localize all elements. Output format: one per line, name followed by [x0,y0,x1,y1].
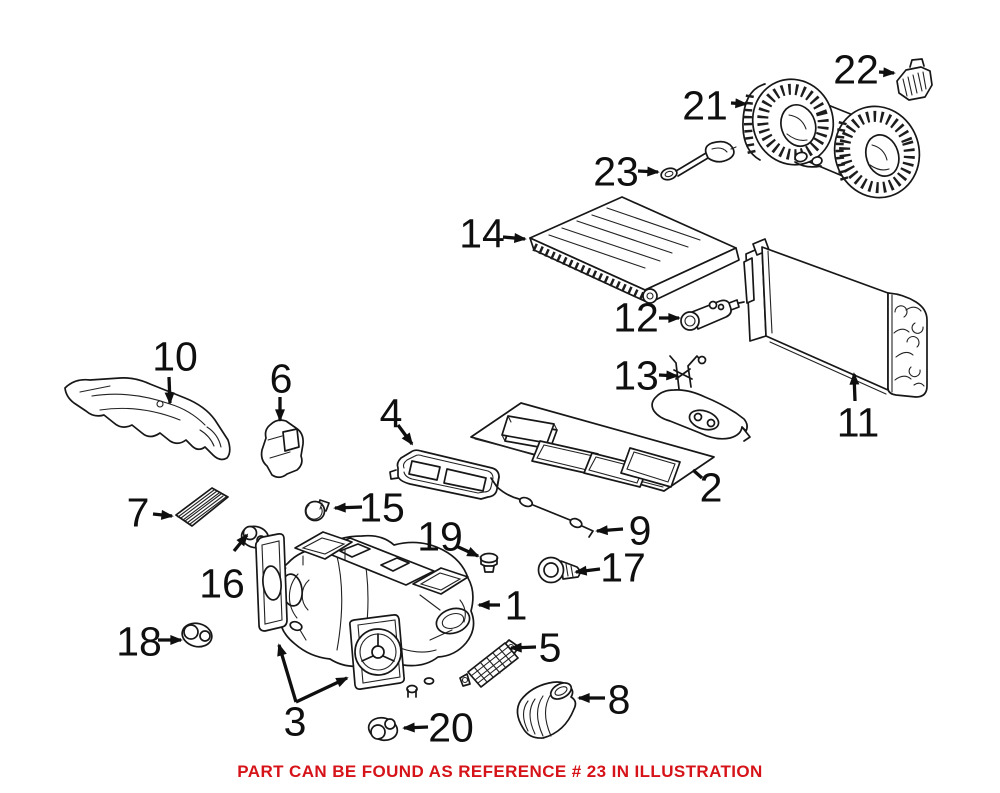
callout-10: 10 [152,333,198,405]
callout-13-leader [658,370,679,381]
part-20-grommet [367,716,399,742]
part-14-cabin-air-filter [529,196,740,304]
callout-12-label: 12 [613,294,659,340]
callout-15-leader [333,502,363,513]
callout-7: 7 [127,489,174,535]
callout-14-leader [502,233,527,244]
callout-3-leader [295,676,349,704]
callout-21: 21 [682,82,748,128]
callout-8: 8 [577,676,631,722]
part-17-grommet [537,556,581,584]
part-2-gasket-panel [470,402,715,492]
callout-17-leader [574,565,601,576]
caption-text: PART CAN BE FOUND AS REFERENCE # 23 IN I… [237,762,762,781]
callout-13: 13 [613,352,679,398]
part-3-front-panel [348,613,406,691]
part-11-evaporator-core [743,238,928,398]
callout-18: 18 [116,618,183,664]
callout-2-label: 2 [700,464,723,510]
callout-3-leader [277,643,298,703]
callout-16-label: 16 [199,560,245,606]
part-1-heater-box [254,531,475,698]
callout-8-label: 8 [608,676,631,722]
callout-20-leader [402,722,429,733]
callout-11: 11 [837,372,880,445]
callout-21-leader [730,98,748,109]
callout-12: 12 [613,294,681,340]
callout-5-label: 5 [539,624,562,670]
callout-5-leader [509,642,537,653]
callout-20: 20 [402,704,474,750]
callout-10-label: 10 [152,333,198,379]
part-15-clip [304,499,330,522]
callout-23-label: 23 [593,148,639,194]
callout-16: 16 [199,533,249,606]
callout-22: 22 [833,46,896,92]
callout-6: 6 [270,355,293,422]
callout-3-label: 3 [284,698,307,744]
part-22-blower-regulator [896,58,933,101]
callout-13-label: 13 [613,352,659,398]
callout-23: 23 [593,148,660,194]
callout-16-leader [232,533,249,553]
callout-18-label: 18 [116,618,162,664]
callout-20-label: 20 [428,704,474,750]
callout-11-label: 11 [837,399,880,445]
part-7-grille [175,487,229,527]
part-5-mesh-grille [459,639,520,688]
part-6-bracket [260,419,304,479]
part-23-temperature-sensor [660,140,737,181]
part-13-pipe-bracket [651,355,751,442]
callout-15: 15 [333,484,405,530]
callout-19: 19 [417,513,480,559]
callout-5: 5 [509,624,562,670]
callout-1: 1 [477,582,528,628]
callout-9-leader [595,525,624,536]
callout-17: 17 [574,544,646,590]
callout-17-label: 17 [600,544,646,590]
callout-3: 3 [277,643,349,744]
part-10-cover-duct [64,377,231,461]
callout-21-label: 21 [682,82,728,128]
callout-4-leader [396,424,414,446]
callout-7-leader [152,509,174,520]
callout-10-leader [164,376,175,405]
part-3-side-panel [254,533,288,632]
callout-7-label: 7 [127,489,150,535]
callout-4: 4 [380,390,414,446]
callout-1-label: 1 [505,582,528,628]
part-9-bowden-cable [490,476,594,538]
callout-22-label: 22 [833,46,879,92]
callout-9-label: 9 [629,507,652,553]
part-21-blower-motor [742,78,921,199]
callout-14-label: 14 [459,210,505,256]
callout-2-leader [691,468,704,480]
callout-14: 14 [459,210,527,256]
part-19-push-clip [479,552,499,573]
callout-19-leader [455,544,480,558]
callout-4-label: 4 [380,390,403,436]
callout-9: 9 [595,507,652,553]
part-18-grommet [181,622,213,648]
callout-15-label: 15 [359,484,405,530]
part-4-vent-trim [389,449,500,500]
callout-6-label: 6 [270,355,293,401]
callout-23-leader [637,166,660,177]
callout-11-leader [849,372,860,402]
callout-2: 2 [691,464,723,510]
callout-22-leader [878,67,896,78]
part-12-expansion-valve [680,299,745,331]
part-8-air-duct-boot [516,681,577,739]
callout-19-label: 19 [417,513,463,559]
